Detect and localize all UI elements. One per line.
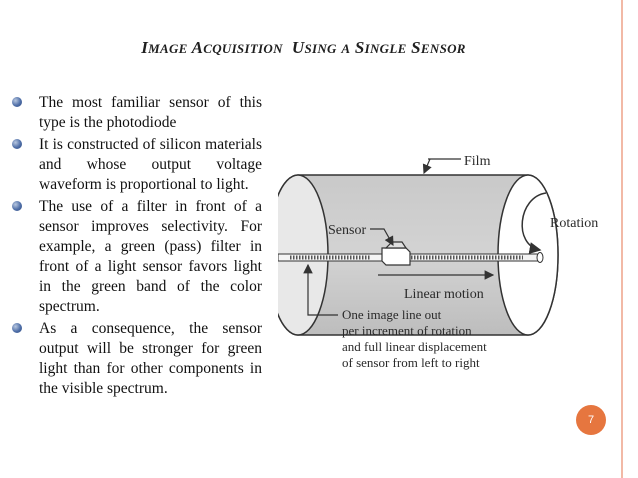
sensor-arrow-icon <box>370 228 394 247</box>
title-char: S <box>354 38 365 57</box>
title-text: ensor <box>420 41 466 56</box>
sensor-label: Sensor <box>328 223 366 238</box>
page-number-badge: 7 <box>576 405 606 435</box>
title-text: mage <box>148 41 188 56</box>
caption-line: and full linear displacement <box>342 339 487 354</box>
slide-title: Image Acquisition Using a Single Sensor <box>0 38 607 58</box>
title-text: cquisition <box>203 41 283 56</box>
single-sensor-diagram: Film Sensor Rotation Linear motion One i… <box>278 154 598 370</box>
linear-motion-label: Linear motion <box>404 287 484 302</box>
film-label: Film <box>464 154 491 169</box>
rotation-arrow-icon <box>521 192 547 254</box>
title-char: A <box>191 38 204 57</box>
rotation-label: Rotation <box>550 216 598 231</box>
bullet-icon <box>12 97 22 107</box>
caption-line: One image line out <box>342 307 442 322</box>
title-text: ingle <box>364 41 407 56</box>
caption-line: per increment of rotation <box>342 323 472 338</box>
bullet-item: The most familiar sensor of this type is… <box>10 93 262 133</box>
bullet-item: As a consequence, the sensor output will… <box>10 319 262 399</box>
bullet-item: The use of a filter in front of a sensor… <box>10 197 262 317</box>
bullet-text: The use of a filter in front of a sensor… <box>39 198 262 315</box>
title-char: S <box>411 38 421 57</box>
bullet-text: It is constructed of silicon materials a… <box>39 136 262 193</box>
bullet-text: As a consequence, the sensor output will… <box>39 320 262 397</box>
bullet-icon <box>12 201 22 211</box>
caption-arrow-icon <box>303 263 338 316</box>
sensor-block <box>381 241 411 266</box>
bullet-icon <box>12 139 22 149</box>
slide-right-border <box>621 0 623 478</box>
title-char: I <box>141 38 149 57</box>
title-text: a <box>341 41 351 56</box>
title-text: sing <box>304 41 337 56</box>
caption-line: of sensor from left to right <box>342 355 480 370</box>
bullet-list: The most familiar sensor of this type is… <box>10 93 262 401</box>
film-arrow-icon <box>422 158 432 175</box>
bullet-text: The most familiar sensor of this type is… <box>39 94 262 131</box>
bullet-item: It is constructed of silicon materials a… <box>10 135 262 195</box>
bullet-icon <box>12 323 22 333</box>
title-char: U <box>291 38 305 57</box>
